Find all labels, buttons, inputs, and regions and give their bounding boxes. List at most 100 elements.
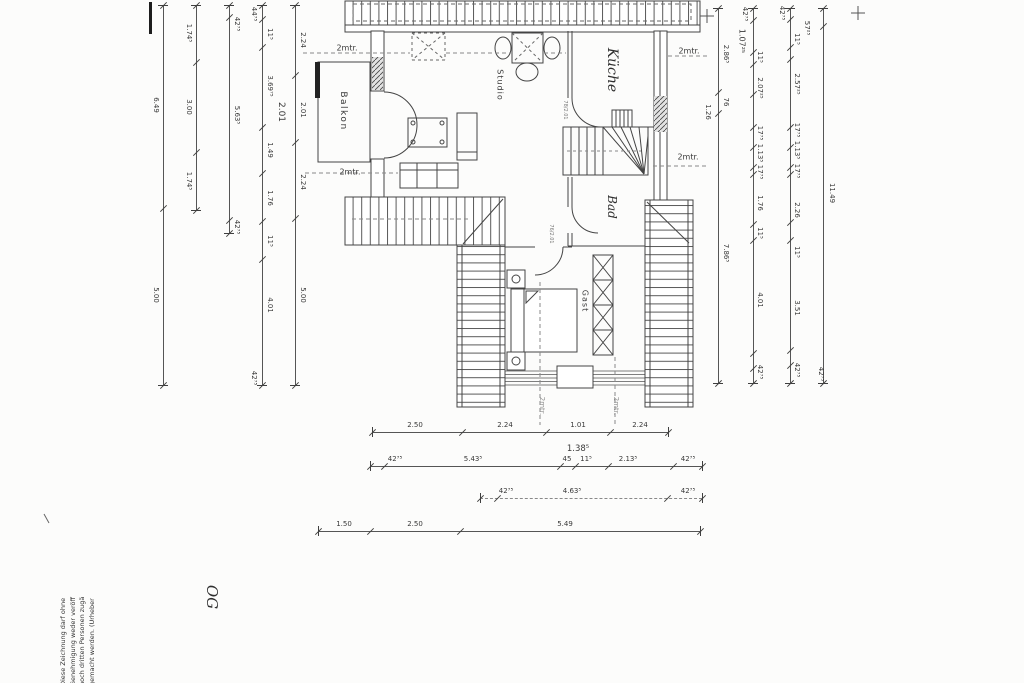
reference-marks [700, 6, 865, 23]
room-label-bad: Bad [605, 195, 619, 219]
dim-end-bar [748, 8, 758, 9]
dim-end-bar [818, 8, 828, 9]
dim-label: 42⁷⁵ [793, 362, 801, 378]
dim-end-bar [818, 383, 828, 384]
height-line-label: 2mtr. [678, 46, 700, 56]
dim-label: 2.57²⁵ [793, 73, 801, 95]
dim-label: 2.24 [632, 421, 648, 429]
dim-chain-line [229, 5, 230, 233]
bathroom-door-arc [571, 206, 599, 234]
dim-label: 2.50 [407, 421, 423, 429]
dim-end-bar [713, 383, 723, 384]
nightstand [506, 351, 526, 371]
roof-hatch-areas [344, 196, 694, 408]
chimney [611, 109, 633, 128]
bed-pillow [525, 290, 540, 305]
door-size-tag: 76/2.01 [548, 224, 554, 244]
dim-label: 11⁵ [756, 227, 764, 239]
dim-label: 42⁷⁵ [387, 455, 403, 463]
dim-label: 5.00 [152, 287, 160, 303]
room-label-kueche: Küche [604, 47, 620, 93]
dim-end-bar [480, 493, 481, 503]
dim-chain-line [372, 432, 668, 433]
balcony-door-arc [383, 124, 418, 159]
dim-label: 11⁵ [266, 235, 274, 247]
dim-end-bar [257, 5, 267, 6]
dim-end-bar [668, 427, 669, 437]
dim-end-bar [785, 383, 795, 384]
dim-chain-line [718, 8, 719, 383]
dim-label: 57²⁵ [803, 20, 811, 36]
dim-label: 1.76 [756, 195, 764, 211]
studio-furniture [399, 32, 561, 189]
dim-end-bar [191, 210, 201, 211]
wardrobe [592, 254, 614, 356]
height-line-label: 2mtr. [677, 152, 699, 162]
dim-label: 1.13⁵ [793, 140, 801, 160]
scan-artifacts [43, 2, 152, 524]
dim-label: 2.26 [793, 202, 801, 218]
dim-label: 1.74⁵ [185, 23, 193, 43]
nightstand [506, 269, 526, 289]
height-lines [303, 52, 708, 425]
dim-end-bar [290, 5, 300, 6]
dim-label: 5.49 [557, 520, 573, 528]
dim-label: 5.63⁵ [233, 105, 241, 125]
dim-label: 11⁵ [793, 246, 801, 258]
dim-label: 2.24 [497, 421, 513, 429]
dim-chain-line [163, 5, 164, 385]
kitchen-door-arc [571, 97, 602, 128]
dim-label: 2.24 [299, 32, 307, 48]
dim-end-bar [158, 5, 168, 6]
dim-label: 42⁷⁵ [756, 364, 764, 380]
dim-label: 1.26 [704, 104, 712, 120]
dim-end-bar [158, 385, 168, 386]
dim-label: 11⁵ [756, 51, 764, 63]
dim-label: 42⁷⁵ [778, 5, 786, 21]
dim-label: 3.69⁷⁵ [266, 75, 274, 97]
dim-end-bar [785, 8, 795, 9]
dim-chain-line [196, 5, 197, 210]
dim-end-bar [318, 526, 319, 536]
dim-end-bar [370, 461, 371, 471]
dim-chain-line [295, 5, 296, 385]
dim-chain-line [823, 8, 824, 383]
dim-end-bar [713, 8, 723, 9]
dim-label: 1.13⁵ [756, 143, 764, 163]
height-line-label: 2mtr. [538, 396, 546, 416]
copyright-note: Diese Zeichnung darf ohne Genehmigung we… [58, 596, 96, 683]
side-table [407, 117, 448, 148]
dim-label-large: 1.38⁵ [566, 444, 590, 454]
dim-label: 11⁵ [266, 28, 274, 40]
dim-end-bar [702, 461, 703, 471]
dim-label: 42⁷⁵ [741, 6, 749, 22]
dim-label: 2.01 [299, 102, 307, 118]
dim-label: 1.49 [266, 142, 274, 158]
dim-label-large: 1.07²⁵ [737, 28, 747, 54]
outer-walls [370, 30, 668, 202]
bathroom [567, 177, 645, 247]
dim-label: 42⁷⁵ [498, 487, 514, 495]
dim-label: 3.51 [793, 300, 801, 316]
room-label-gast: Gast [580, 289, 590, 313]
guest-door-arc [534, 246, 564, 276]
dim-chain-line [262, 5, 263, 385]
dim-label-large: 2.01 [276, 101, 286, 123]
dim-label: 42⁷⁵ [233, 16, 241, 32]
dim-label: 4.01 [266, 297, 274, 313]
floor-label-og: OG [203, 584, 221, 610]
dim-label: 11⁵ [793, 33, 801, 45]
dim-label: 2.24 [299, 174, 307, 190]
stair [562, 126, 649, 176]
dim-label: 1.76 [266, 190, 274, 206]
dim-end-bar [191, 5, 201, 6]
dim-chain-line [753, 8, 754, 383]
roof-band-top [344, 0, 701, 33]
dim-chain-line [370, 466, 702, 467]
cabinet [456, 112, 478, 161]
dim-label: 17⁷⁵ [793, 163, 801, 179]
dim-label: 17⁷⁵ [756, 125, 764, 141]
dim-label: 2.50 [407, 520, 423, 528]
